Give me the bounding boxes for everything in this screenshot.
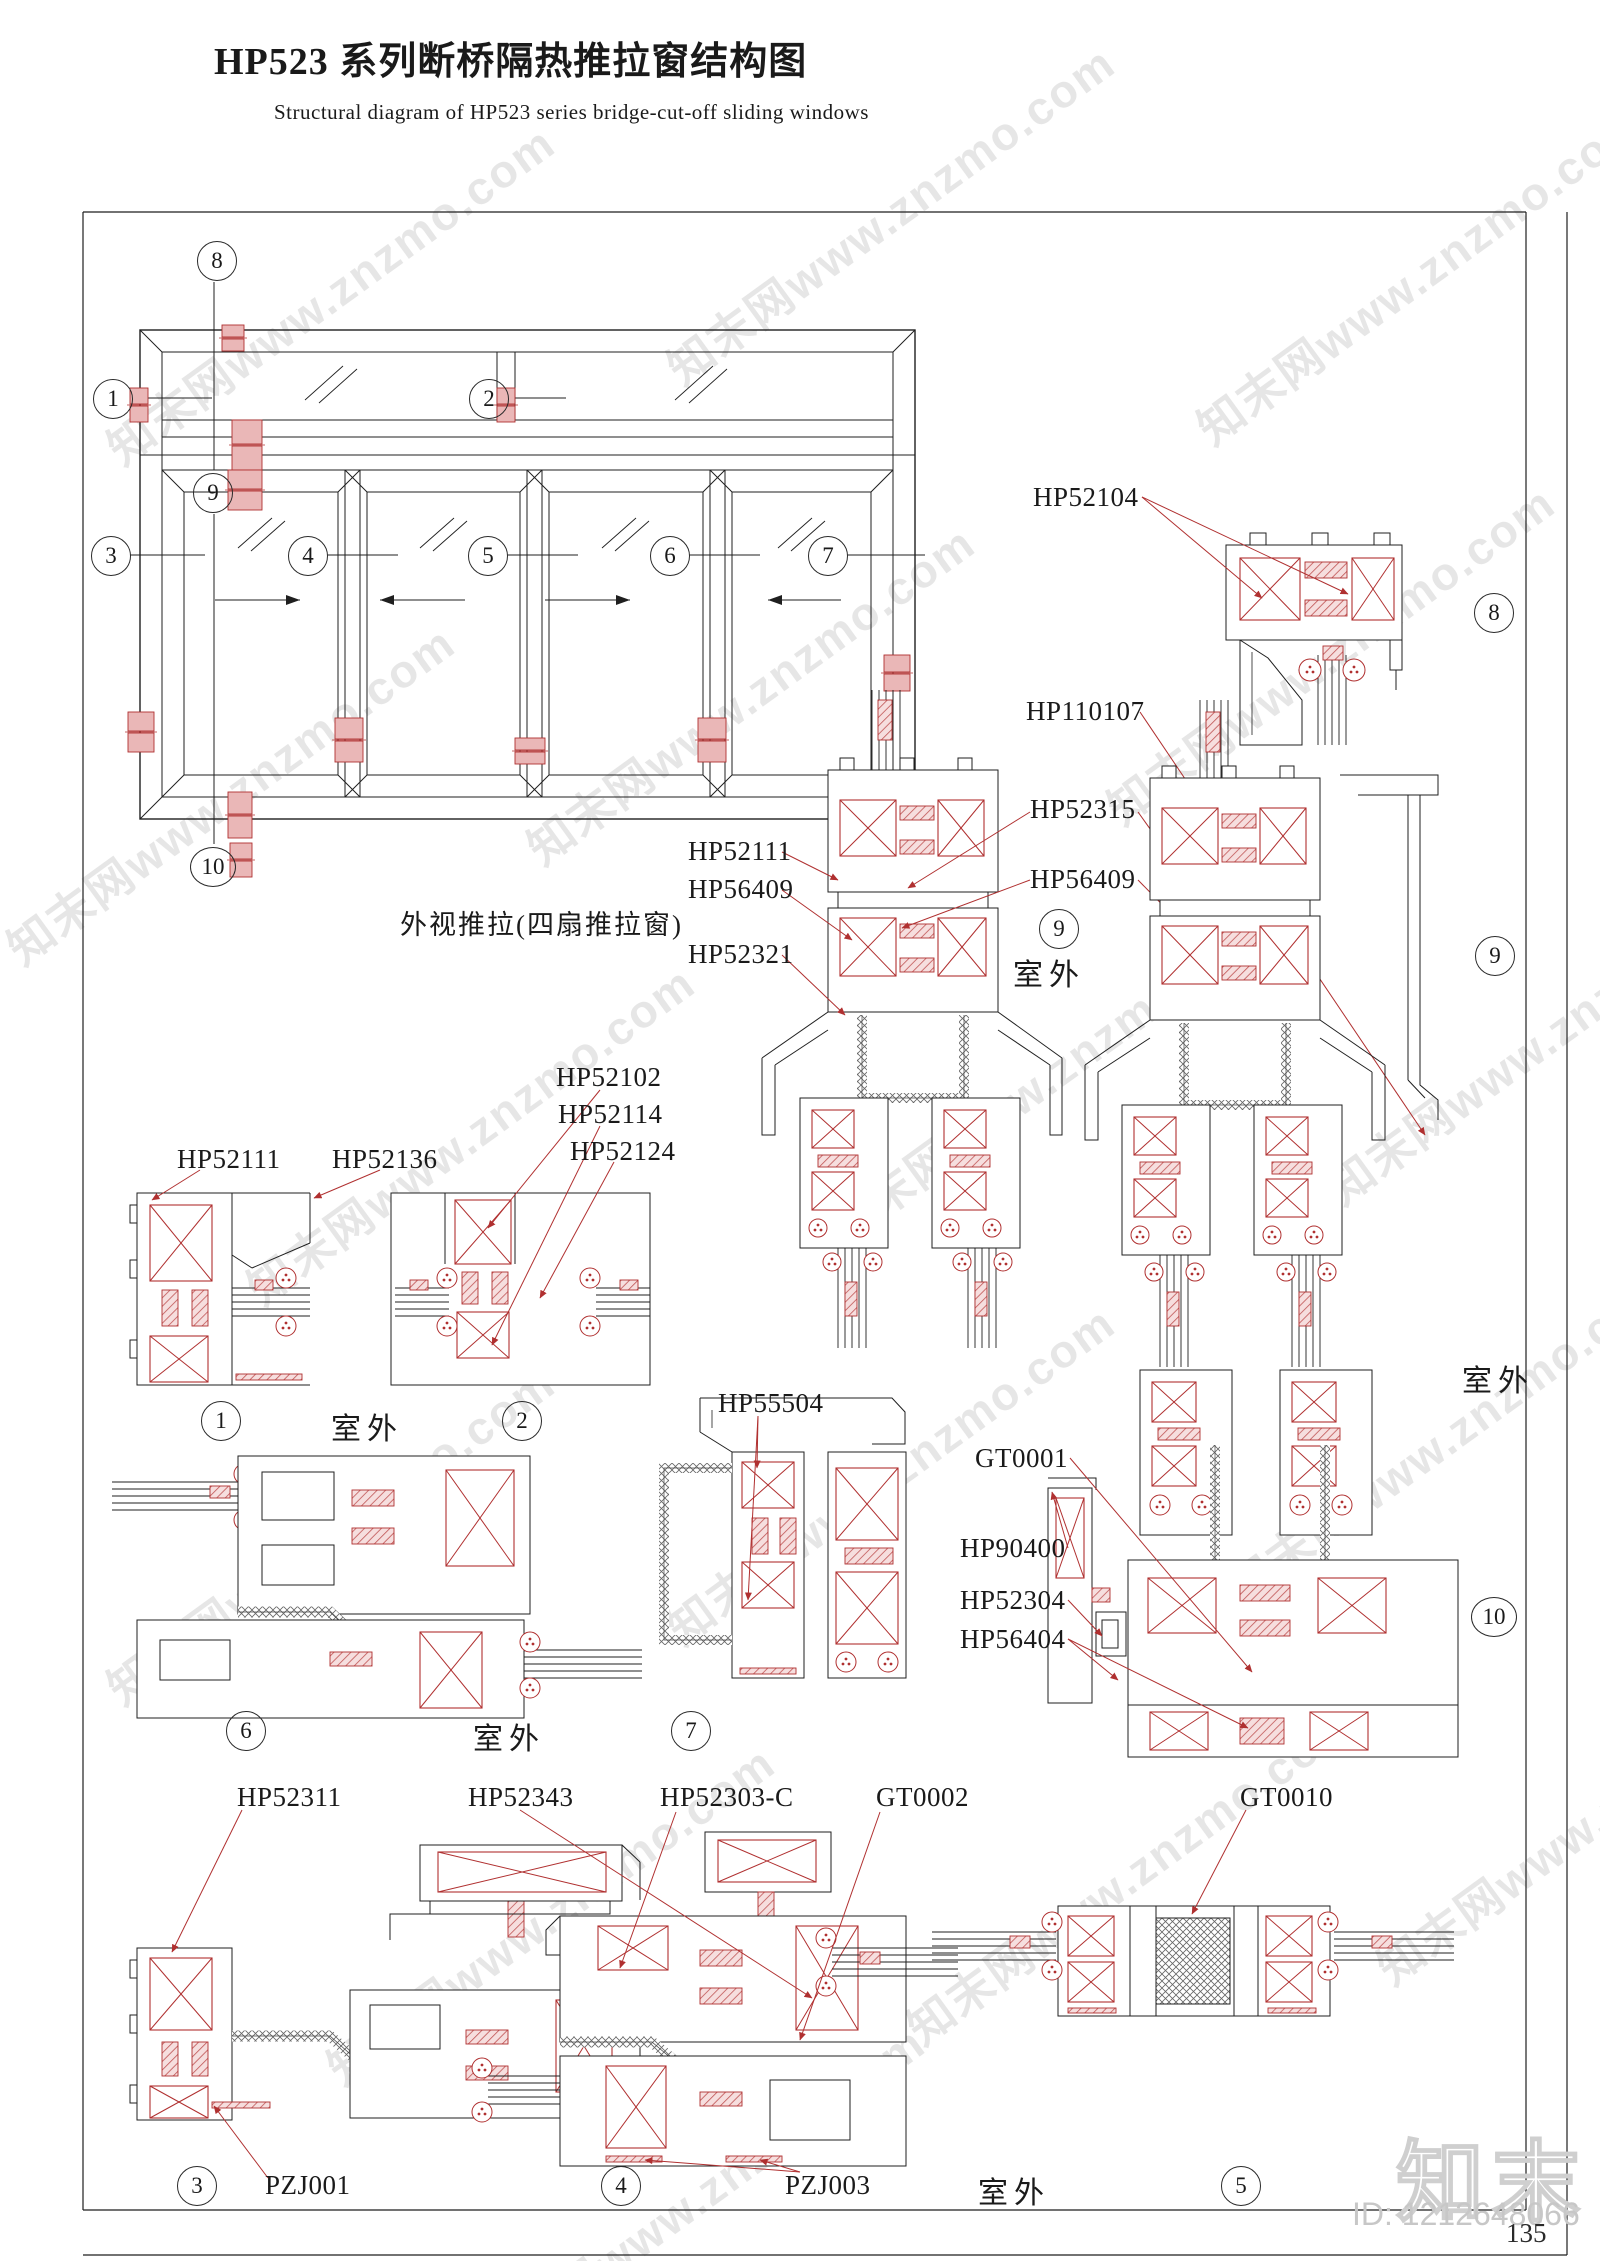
part-label-hp52343: HP52343 <box>468 1782 574 1812</box>
detail-callout-2: 2 <box>502 1401 542 1441</box>
callout-9: 9 <box>193 473 233 513</box>
part-label-hp52311: HP52311 <box>237 1782 342 1812</box>
callout-number: 9 <box>207 480 219 505</box>
part-label-hp52114: HP52114 <box>558 1099 663 1129</box>
elevation-caption: 外视推拉(四扇推拉窗) <box>400 910 683 940</box>
callout-number: 2 <box>483 386 495 411</box>
part-label-hp90400: HP90400 <box>960 1533 1066 1563</box>
detail-callout-6: 6 <box>226 1711 266 1751</box>
part-label-gt0001: GT0001 <box>975 1443 1068 1473</box>
site-logo-watermark: 知末 <box>1395 2135 1589 2234</box>
image-id-watermark: ID: 1212648066 <box>1352 2196 1580 2232</box>
callout-1: 1 <box>93 379 133 419</box>
callout-number: 1 <box>107 386 119 411</box>
detail-callout-10: 10 <box>1471 1597 1517 1637</box>
callout-number: 4 <box>302 543 314 568</box>
part-label-pzj003: PZJ003 <box>785 2170 871 2200</box>
callout-number: 10 <box>1482 1604 1506 1629</box>
callout-8: 8 <box>197 241 237 281</box>
detail-callout-9-mid: 9 <box>1039 909 1079 949</box>
callout-number: 10 <box>201 854 225 879</box>
callout-number: 8 <box>1488 600 1500 625</box>
part-label-hp110107: HP110107 <box>1026 696 1145 726</box>
part-label-hp52303c: HP52303-C <box>660 1782 794 1812</box>
callout-number: 3 <box>191 2173 203 2198</box>
part-label-hp52111-mid: HP52111 <box>688 836 792 866</box>
page-title: HP523 系列断桥隔热推拉窗结构图 <box>214 41 808 83</box>
callout-number: 5 <box>1235 2173 1247 2198</box>
callout-5: 5 <box>468 536 508 576</box>
callout-number: 6 <box>240 1718 252 1743</box>
callout-number: 8 <box>211 248 223 273</box>
outdoor-label-detail-4-5: 室外 <box>978 2177 1050 2210</box>
detail-callout-9-right: 9 <box>1475 936 1515 976</box>
detail-callout-1: 1 <box>201 1401 241 1441</box>
detail-callout-8: 8 <box>1474 593 1514 633</box>
part-label-hp52304: HP52304 <box>960 1585 1066 1615</box>
page-subtitle: Structural diagram of HP523 series bridg… <box>274 100 869 124</box>
part-label-pzj001: PZJ001 <box>265 2170 351 2200</box>
callout-4: 4 <box>288 536 328 576</box>
detail-callout-4: 4 <box>601 2166 641 2206</box>
part-label-hp56409-mid: HP56409 <box>688 874 794 904</box>
callout-3: 3 <box>91 536 131 576</box>
part-label-hp56404: HP56404 <box>960 1624 1066 1654</box>
callout-10: 10 <box>190 847 236 887</box>
callout-number: 4 <box>615 2173 627 2198</box>
callout-number: 1 <box>215 1408 227 1433</box>
part-label-hp55504: HP55504 <box>718 1388 824 1418</box>
part-label-hp52104: HP52104 <box>1033 482 1139 512</box>
callout-number: 7 <box>822 543 834 568</box>
detail-callout-3: 3 <box>177 2166 217 2206</box>
callout-number: 9 <box>1489 943 1501 968</box>
part-label-hp52111: HP52111 <box>177 1144 281 1174</box>
outdoor-label-detail-1-2: 室外 <box>331 1413 403 1446</box>
callout-number: 5 <box>482 543 494 568</box>
part-label-hp56409-right: HP56409 <box>1030 864 1136 894</box>
callout-6: 6 <box>650 536 690 576</box>
part-label-gt0010: GT0010 <box>1240 1782 1333 1812</box>
callout-number: 6 <box>664 543 676 568</box>
callout-2: 2 <box>469 379 509 419</box>
callout-number: 7 <box>685 1718 697 1743</box>
part-label-hp52124: HP52124 <box>570 1136 676 1166</box>
part-label-hp52136: HP52136 <box>332 1144 438 1174</box>
outdoor-label-detail-9-mid: 室外 <box>1013 959 1085 992</box>
detail-callout-5: 5 <box>1221 2166 1261 2206</box>
callout-number: 9 <box>1053 916 1065 941</box>
outdoor-label-detail-9-right: 室外 <box>1462 1365 1534 1398</box>
outdoor-label-detail-6-7: 室外 <box>473 1723 545 1756</box>
callout-number: 3 <box>105 543 117 568</box>
part-label-hp52102: HP52102 <box>556 1062 662 1092</box>
detail-callout-7: 7 <box>671 1711 711 1751</box>
callout-7: 7 <box>808 536 848 576</box>
part-label-hp52315: HP52315 <box>1030 794 1136 824</box>
part-label-hp52321: HP52321 <box>688 939 794 969</box>
page-number: 135 <box>1506 2218 1547 2248</box>
callout-number: 2 <box>516 1408 528 1433</box>
part-label-gt0002: GT0002 <box>876 1782 969 1812</box>
